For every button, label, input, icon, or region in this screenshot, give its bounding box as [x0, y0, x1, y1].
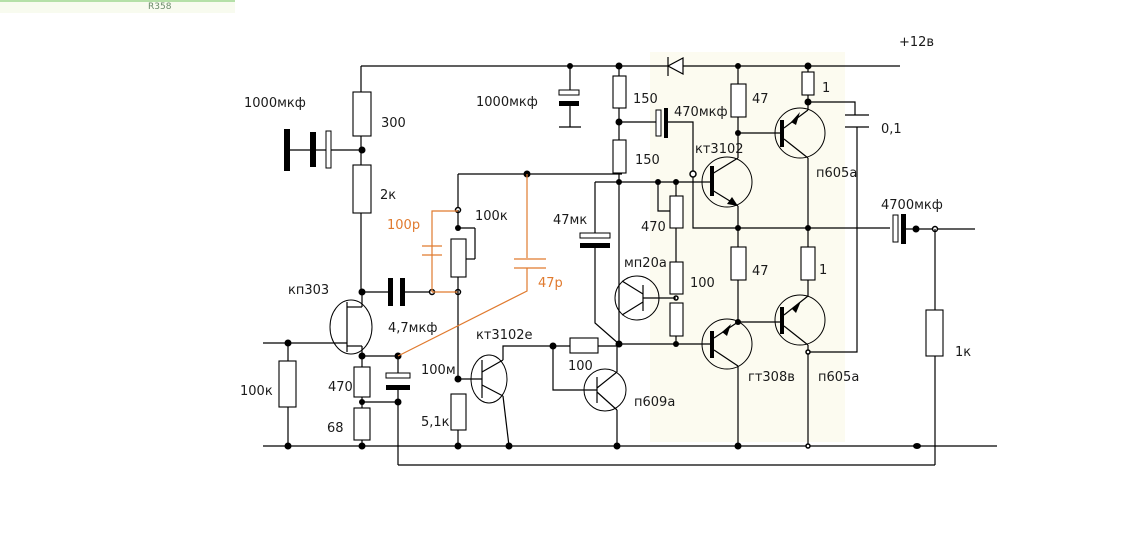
transistor-mp20a	[614, 275, 676, 321]
label-q-out-bottom: п605а	[818, 370, 860, 385]
jfet-kp303	[263, 288, 373, 356]
label-r-300: 300	[381, 116, 406, 131]
label-q-609: п609а	[634, 395, 676, 410]
resistor-100-vas	[552, 337, 623, 391]
transistor-gt308v	[701, 318, 753, 450]
transistor-p605a-bottom	[774, 294, 826, 449]
label-q-vas: кт3102е	[476, 328, 533, 343]
label-c-0-1: 0,1	[881, 122, 902, 137]
label-c-100m: 100м	[421, 363, 456, 378]
feedback-network	[397, 170, 622, 450]
coupling-capacitor	[362, 278, 462, 306]
label-r-68: 68	[327, 421, 344, 436]
transistor-p609a	[583, 346, 627, 450]
output-node	[692, 182, 975, 244]
label-c-bootstrap: 470мкф	[674, 105, 728, 120]
label-r-2k: 2к	[380, 188, 397, 203]
bias-network	[619, 179, 712, 347]
resistor-1-bottom	[800, 228, 816, 296]
ground-rail	[263, 355, 997, 466]
label-c-47p: 47р	[538, 276, 563, 291]
label-r-47-bottom: 47	[752, 264, 769, 279]
diode	[666, 57, 684, 76]
label-r-150-bottom: 150	[635, 153, 660, 168]
label-q-fet: кп303	[288, 283, 330, 298]
label-c-filter: 1000мкф	[476, 95, 538, 110]
label-r-150-top: 150	[633, 92, 658, 107]
capacitor-0-1	[808, 114, 869, 353]
label-r-51k: 5,1к	[421, 415, 450, 430]
transistor-kt3102	[700, 130, 753, 228]
source-resistors	[353, 352, 398, 450]
input-resistor-100k	[278, 339, 297, 450]
label-q-driver: кт3102	[695, 142, 744, 157]
label-c-output: 4700мкф	[881, 198, 943, 213]
label-r-1-top: 1	[822, 81, 831, 96]
transistor-p605a-top	[774, 107, 826, 229]
watermark-text: R358	[148, 2, 172, 12]
label-c-input: 1000мкф	[244, 96, 306, 111]
filter-capacitor	[558, 63, 581, 128]
label-c-47mk: 47мк	[553, 213, 588, 228]
label-r-100-bias: 100	[690, 276, 715, 291]
top-strip: R358	[0, 0, 235, 13]
label-q-pre-bottom: гт308в	[748, 370, 795, 385]
supply-label: +12в	[899, 35, 935, 50]
bootstrap-resistors	[612, 62, 697, 346]
label-r-100k-pot: 100к	[475, 209, 508, 224]
load-resistor	[925, 229, 944, 357]
label-q-bias: мп20а	[624, 256, 667, 271]
label-r-100-vas: 100	[568, 359, 593, 374]
input-capacitor	[284, 129, 366, 171]
label-c-100p: 100р	[387, 218, 421, 233]
label-r-47-top: 47	[752, 92, 769, 107]
resistor-1-top	[801, 62, 856, 115]
capacitor-47mk	[579, 181, 700, 345]
label-r-100k-input: 100к	[240, 384, 273, 399]
label-r-1-bottom: 1	[819, 263, 828, 278]
resistor-2k	[352, 164, 372, 290]
label-r-470-bias: 470	[641, 220, 666, 235]
label-q-out-top: п605а	[816, 166, 858, 181]
capacitor-100m	[385, 352, 411, 465]
resistor-47-top	[730, 63, 782, 136]
resistor-300	[352, 66, 372, 165]
label-c-coupling: 4,7мкф	[388, 321, 438, 336]
label-r-load: 1к	[955, 345, 972, 360]
label-r-470-source: 470	[328, 380, 353, 395]
transistor-kt3102e	[458, 342, 557, 450]
